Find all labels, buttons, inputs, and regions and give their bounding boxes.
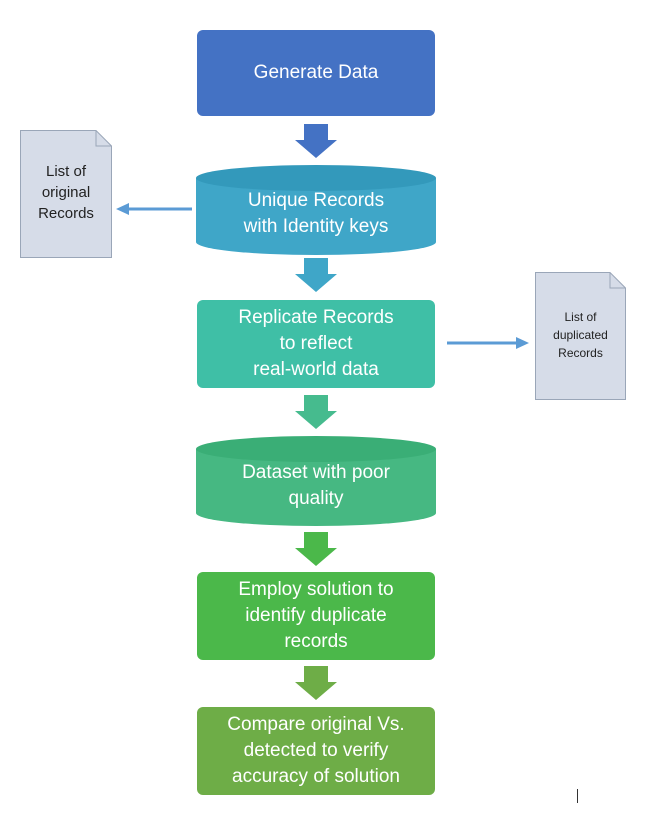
down-arrow-2 <box>295 258 337 292</box>
down-arrow-1 <box>295 124 337 158</box>
replicate-records-label: Replicate Records to reflect real-world … <box>238 307 394 380</box>
document-icon <box>20 130 112 258</box>
unique-records-shape <box>196 165 436 255</box>
generate-data-label: Generate Data <box>253 62 379 83</box>
original-records-document: List of original Records <box>20 130 112 258</box>
employ-solution-label: Employ solution to identify duplicate re… <box>238 579 394 652</box>
duplicated-records-label: List of duplicated Records <box>553 310 608 360</box>
generate-data-box: Generate Data <box>197 30 435 116</box>
employ-solution-box: Employ solution to identify duplicate re… <box>197 572 435 660</box>
original-records-label: List of original Records <box>38 163 94 222</box>
dataset-label: Dataset with poor quality <box>242 462 390 509</box>
text-cursor <box>577 789 578 803</box>
right-arrow-to-duplicated-list <box>447 337 529 349</box>
dataset-shape <box>196 436 436 526</box>
unique-records-label: Unique Records with Identity keys <box>243 190 389 237</box>
compare-label: Compare original Vs. detected to verify … <box>227 714 405 787</box>
unique-records-cylinder: Unique Records with Identity keys <box>196 165 436 255</box>
replicate-records-box: Replicate Records to reflect real-world … <box>197 300 435 388</box>
compare-box: Compare original Vs. detected to verify … <box>197 707 435 795</box>
down-arrow-3 <box>295 395 337 429</box>
left-arrow-to-original-list <box>116 203 192 215</box>
down-arrow-4 <box>295 532 337 566</box>
down-arrow-5 <box>295 666 337 700</box>
duplicated-records-document: List of duplicated Records <box>535 272 626 400</box>
dataset-cylinder: Dataset with poor quality <box>196 436 436 526</box>
document-icon <box>535 272 626 400</box>
